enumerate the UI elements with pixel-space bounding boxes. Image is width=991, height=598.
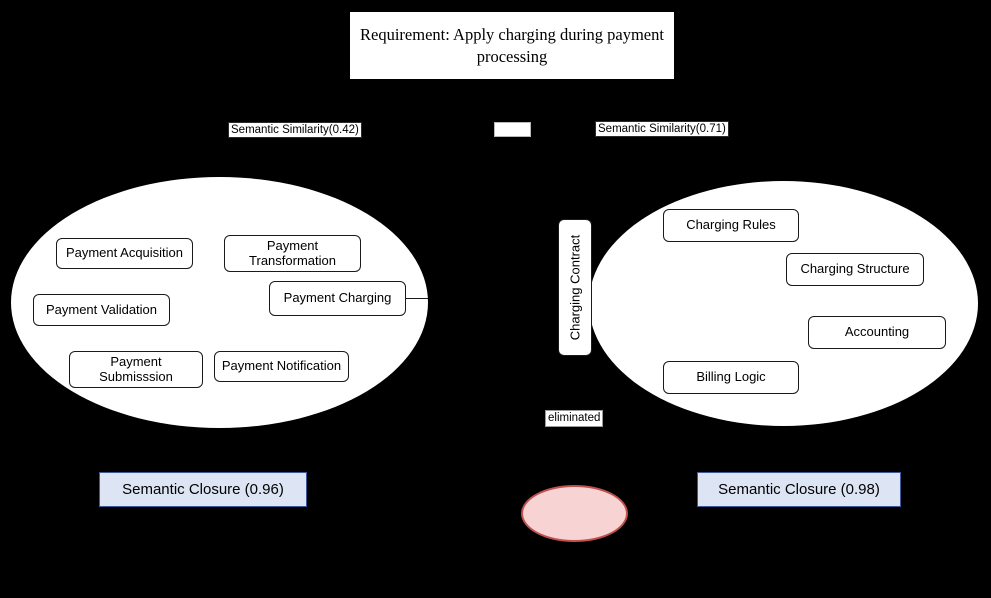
semantic-similarity-right-label: Semantic Similarity(0.71) — [595, 121, 729, 137]
node-payment-charging[interactable]: Payment Charging — [269, 281, 406, 316]
node-accounting[interactable]: Accounting — [808, 316, 946, 349]
charging-contract-label: Charging Contract — [567, 234, 583, 341]
node-charging-contract[interactable]: Charging Contract — [558, 219, 592, 356]
node-charging-structure[interactable]: Charging Structure — [786, 253, 924, 286]
node-charging-rules[interactable]: Charging Rules — [663, 209, 799, 242]
semantic-closure-left-badge: Semantic Closure (0.96) — [99, 472, 307, 507]
eliminated-ellipse — [521, 485, 628, 542]
payment-charging-connector-line — [406, 298, 428, 299]
blank-label-box — [494, 122, 531, 137]
node-payment-notification[interactable]: Payment Notification — [214, 351, 349, 382]
node-billing-logic[interactable]: Billing Logic — [663, 361, 799, 394]
semantic-similarity-left-label: Semantic Similarity(0.42) — [228, 122, 362, 138]
semantic-closure-right-badge: Semantic Closure (0.98) — [697, 472, 901, 507]
eliminated-label: eliminated — [545, 410, 604, 427]
node-payment-submission[interactable]: Payment Submisssion — [69, 351, 203, 388]
node-payment-acquisition[interactable]: Payment Acquisition — [56, 238, 193, 269]
requirement-box: Requirement: Apply charging during payme… — [349, 11, 675, 80]
node-payment-validation[interactable]: Payment Validation — [33, 294, 170, 326]
node-payment-transformation[interactable]: Payment Transformation — [224, 235, 361, 272]
